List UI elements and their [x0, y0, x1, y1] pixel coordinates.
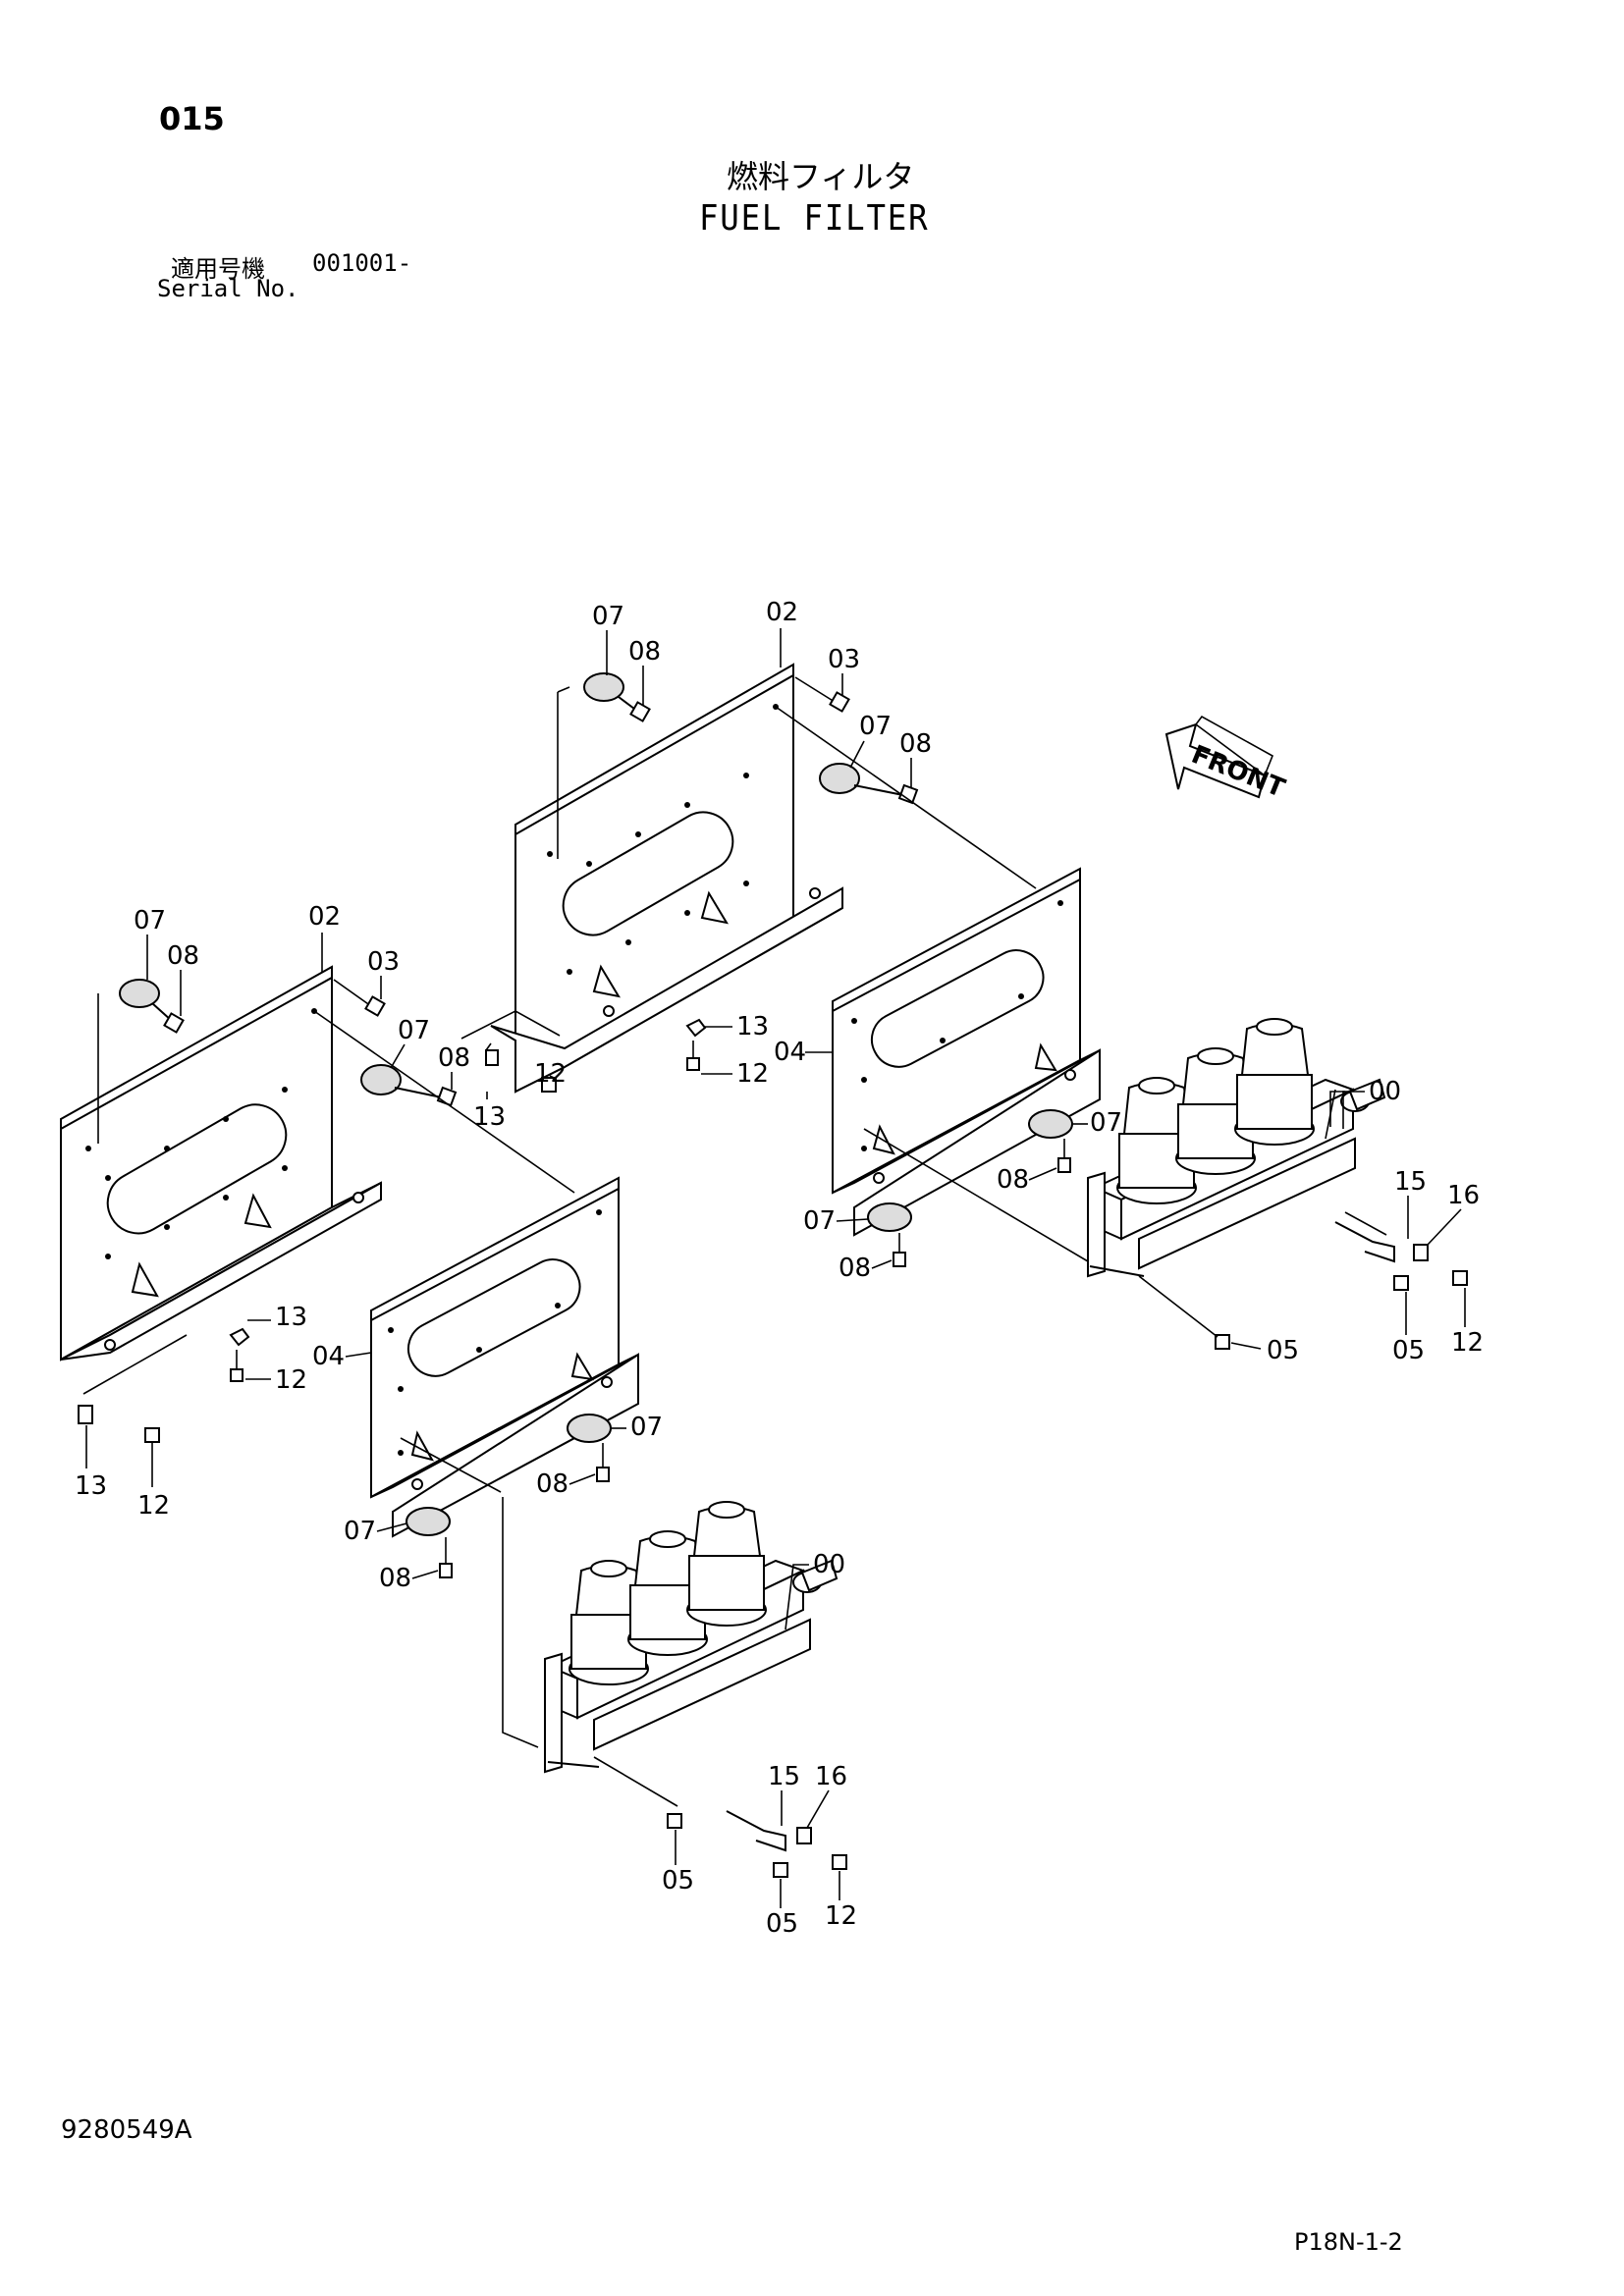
callout: 00: [1369, 1077, 1401, 1106]
callouts-upper: 07 08 02 03 07 08 13 12 04 07 08 07 08 0…: [592, 598, 1484, 1365]
lower-bolt-03: [333, 979, 386, 1017]
callout: 12: [825, 1901, 857, 1931]
callout: 03: [367, 947, 400, 977]
callout: 15: [1394, 1167, 1427, 1197]
callout: 08: [536, 1469, 568, 1499]
upper-mount-07d: [867, 1202, 912, 1267]
title-japanese: 燃料フィルタ: [727, 158, 915, 195]
upper-mount-07b: [819, 763, 919, 805]
page-number: 015: [159, 100, 225, 137]
callout: 07: [1090, 1108, 1122, 1138]
lower-canister-2: [627, 1530, 708, 1656]
lower-mount-07c: [567, 1414, 612, 1482]
callout: 13: [75, 1471, 107, 1501]
callout: 05: [1392, 1336, 1425, 1365]
upper-bolts: [1138, 1270, 1468, 1350]
callout: 04: [774, 1038, 806, 1067]
upper-canister-3: [1234, 1018, 1315, 1146]
callout: 08: [167, 941, 199, 971]
lower-bracket-02: [60, 965, 382, 1362]
callout: 04: [312, 1342, 345, 1371]
serial-value: 001001-: [312, 249, 412, 277]
upper-bracket-04: [832, 867, 1101, 1237]
callout: 05: [662, 1866, 694, 1896]
callout: 08: [839, 1254, 871, 1283]
callout: 15: [768, 1762, 800, 1791]
upper-bracket-02: [490, 663, 843, 1094]
lower-13-12-b: [78, 1334, 188, 1443]
lower-13-12-a: [229, 1327, 250, 1382]
callout: 16: [815, 1762, 847, 1791]
callout: 07: [859, 712, 892, 741]
callout: 02: [308, 902, 341, 932]
callout: 08: [628, 637, 661, 667]
upper-mount-07c: [1028, 1109, 1073, 1173]
callout: 07: [630, 1413, 663, 1442]
callout: 05: [766, 1909, 798, 1939]
upper-13-12-a: [685, 1018, 707, 1071]
lower-assembly: [60, 965, 847, 1878]
callout: 07: [134, 906, 166, 935]
callout: 07: [592, 602, 624, 631]
upper-assembly: [460, 663, 1468, 1350]
serial-label-english: Serial No.: [157, 275, 299, 302]
callout: 13: [473, 1102, 506, 1132]
callout: 02: [766, 598, 798, 627]
front-arrow-icon: FRONT: [1164, 715, 1289, 804]
upper-canister-2: [1175, 1047, 1256, 1175]
callout: 12: [1451, 1328, 1484, 1358]
callout: 07: [398, 1016, 430, 1045]
callouts-lower: 07 08 02 03 07 08 13 12 13 12 13 12 04 0…: [75, 902, 857, 1939]
callout: 08: [899, 729, 932, 759]
callout: 08: [997, 1165, 1029, 1195]
lower-mount-07d: [406, 1507, 453, 1578]
callout: 08: [438, 1043, 470, 1073]
lower-clamp-15-16: [593, 1756, 812, 1852]
upper-clamp-15-16: [1334, 1211, 1429, 1263]
callout: 00: [813, 1550, 845, 1579]
callout: 08: [379, 1564, 411, 1593]
callout: 12: [137, 1491, 170, 1521]
document-number: 9280549A: [61, 2115, 192, 2145]
serial-label-japanese: 適用号機: [171, 255, 265, 283]
lower-mount-07a: [119, 979, 185, 1034]
title-english: FUEL FILTER: [699, 198, 930, 239]
upper-bolt-03: [794, 676, 850, 713]
lower-bolts: [667, 1813, 847, 1878]
callout: 03: [828, 645, 860, 674]
callout: 13: [275, 1303, 307, 1332]
upper-mount-07a: [583, 672, 651, 722]
callout: 07: [803, 1206, 836, 1236]
callout: 12: [275, 1365, 307, 1395]
callout: 07: [344, 1517, 376, 1546]
callout: 12: [736, 1059, 769, 1089]
lower-bracket-04: [370, 1176, 639, 1538]
callout: 12: [534, 1059, 567, 1089]
front-label: FRONT: [1187, 740, 1289, 804]
callout: 13: [736, 1012, 769, 1041]
lower-filter-assembly-00: [544, 1501, 839, 1774]
upper-filter-assembly-00: [1087, 1018, 1386, 1278]
page-reference: P18N-1-2: [1294, 2228, 1403, 2256]
lower-canister-3: [686, 1501, 767, 1627]
callout: 05: [1267, 1336, 1299, 1365]
callout: 16: [1447, 1181, 1480, 1210]
upper-13-12-b: [460, 1010, 561, 1093]
